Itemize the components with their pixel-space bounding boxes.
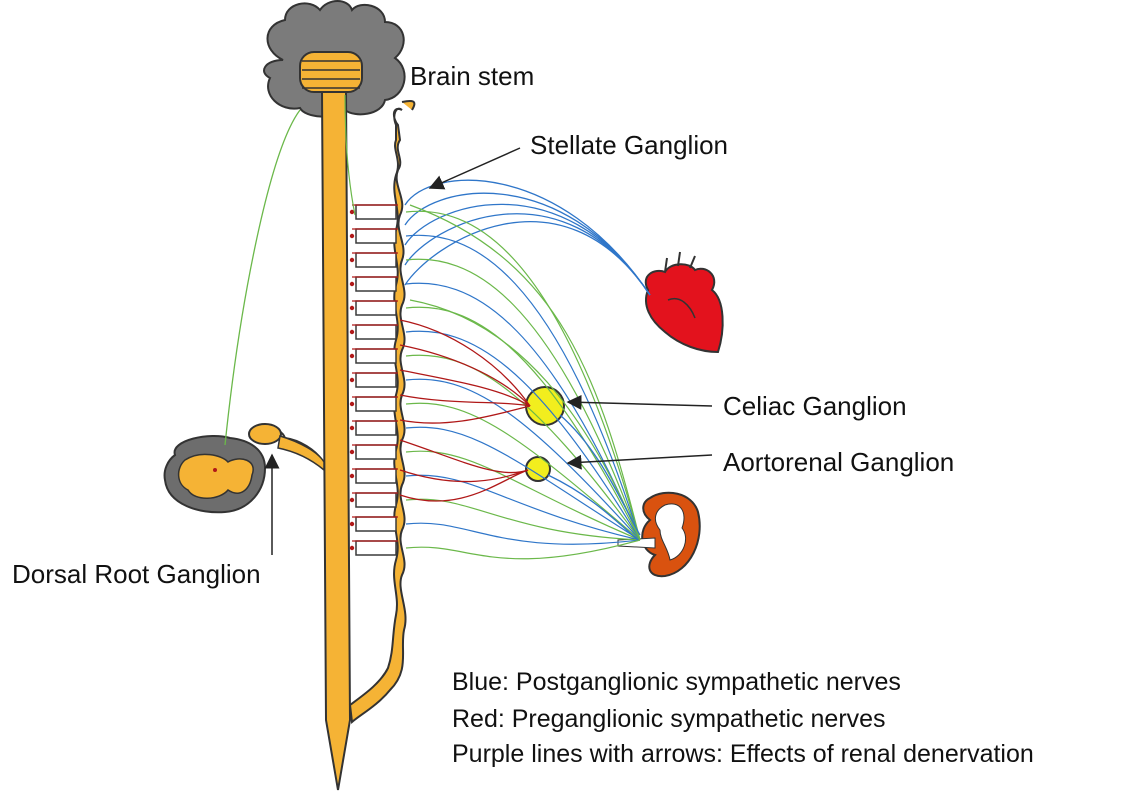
rung [356, 493, 396, 507]
renal-denervation-fiber [406, 211, 640, 540]
renal-denervation-fiber [410, 205, 640, 540]
stellate-pointer [430, 148, 520, 188]
rung-node [350, 354, 354, 358]
postganglionic-heart-fiber [405, 222, 650, 295]
postganglionic-heart-fiber [405, 214, 650, 295]
rung-node [350, 282, 354, 286]
rung [356, 325, 396, 339]
celiac-ganglion-node [526, 387, 564, 425]
rung-node [350, 498, 354, 502]
rung [356, 349, 396, 363]
rung [356, 205, 396, 219]
renal-denervation-fiber [406, 499, 640, 540]
aortorenal-pointer [568, 455, 712, 463]
rung-node [350, 234, 354, 238]
rung [356, 541, 396, 555]
dorsal-root-ganglion-label: Dorsal Root Ganglion [12, 561, 261, 587]
rung-node [350, 546, 354, 550]
rung [356, 421, 396, 435]
nerve-fibers [225, 95, 650, 559]
rung-node [350, 378, 354, 382]
rung-node [350, 330, 354, 334]
rung-node [350, 522, 354, 526]
spinal-cord [322, 92, 350, 790]
rung [356, 253, 396, 267]
rung-node [350, 474, 354, 478]
rung [356, 301, 396, 315]
legend-red: Red: Preganglionic sympathetic nerves [452, 707, 886, 732]
rung [356, 517, 396, 531]
aortorenal-ganglion-label: Aortorenal Ganglion [723, 449, 954, 475]
renal-denervation-fiber [406, 355, 640, 540]
rung-node [350, 450, 354, 454]
rung-node [350, 426, 354, 430]
sympathetic-chain [350, 109, 406, 722]
postganglionic-renal-fiber [406, 331, 640, 540]
rung [356, 445, 396, 459]
heart-organ [646, 252, 723, 352]
rung-node [350, 402, 354, 406]
rung [356, 397, 396, 411]
brain-stem-label: Brain stem [410, 63, 534, 89]
legend-blue: Blue: Postganglionic sympathetic nerves [452, 670, 901, 695]
stellate-ganglion-label: Stellate Ganglion [530, 132, 728, 158]
rung-node [350, 258, 354, 262]
rung-node [350, 306, 354, 310]
dorsal-root-ganglion-section [165, 424, 324, 512]
celiac-ganglion-label: Celiac Ganglion [723, 393, 907, 419]
rung [356, 229, 396, 243]
vertebral-rungs [350, 205, 398, 555]
rung [356, 469, 396, 483]
postganglionic-heart-fiber [405, 193, 650, 295]
afferent-fiber [225, 110, 300, 445]
rung [356, 373, 396, 387]
preganglionic-aortorenal-fiber [400, 470, 528, 482]
legend-purple: Purple lines with arrows: Effects of ren… [452, 742, 1034, 767]
rung [356, 277, 396, 291]
postganglionic-renal-fiber [406, 523, 640, 544]
